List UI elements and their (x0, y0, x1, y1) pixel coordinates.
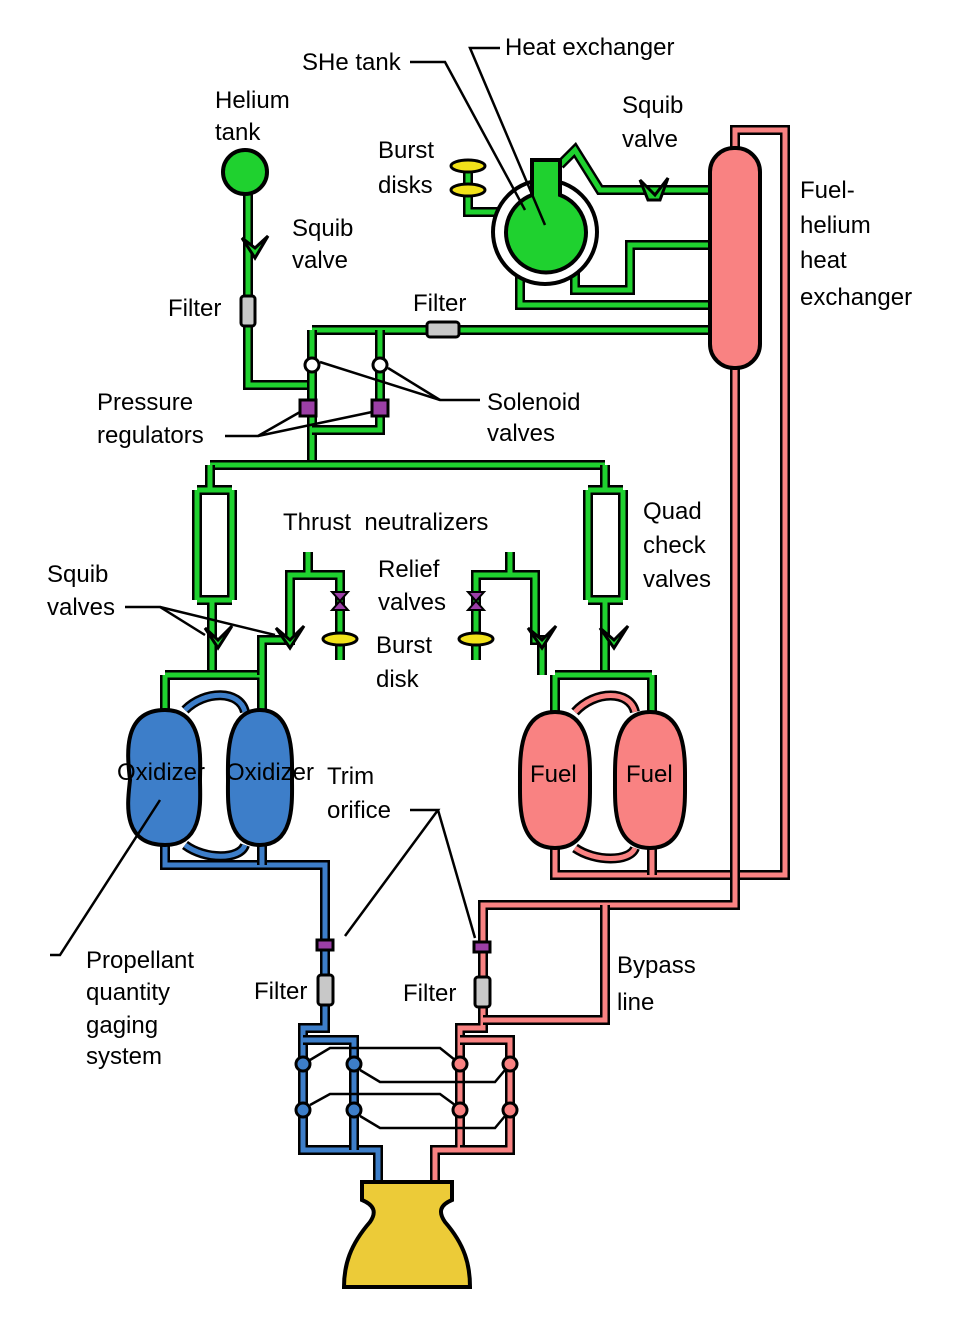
label-squib-valve-top: Squib (622, 92, 683, 119)
label-propellant-gaging: gaging (86, 1012, 158, 1039)
label-filter-main: Filter (413, 290, 466, 317)
label-propellant-gaging: quantity (86, 979, 170, 1006)
filter-fuel-icon (473, 975, 492, 1009)
label-fuel-helium-hx: helium (800, 212, 871, 239)
label-quad-check-valves: check (643, 532, 707, 559)
fuel-pipe (573, 693, 638, 861)
label-propellant-gaging: system (86, 1043, 162, 1070)
oxidizer-pipe (162, 845, 381, 1182)
label-burst-disk: disk (376, 666, 420, 693)
helium-pipe (585, 465, 626, 675)
label-burst-disks: Burst (378, 137, 434, 164)
filter-oxidizer-icon (316, 973, 335, 1007)
helium-tank (221, 148, 269, 196)
label-solenoid-valves: Solenoid (487, 389, 580, 416)
label-trim-orifice: Trim (327, 763, 374, 790)
label-thrust-neutralizers: Thrust neutralizers (283, 509, 488, 536)
label-pressure-regulators: regulators (97, 422, 204, 449)
label-filter-oxidizer: Filter (254, 978, 307, 1005)
fuel-pipe (552, 127, 788, 878)
helium-pipe-outline (312, 330, 385, 435)
oxidizer-tank-1 (126, 707, 203, 848)
label-quad-check-valves: Quad (643, 498, 702, 525)
label-filter-helium: Filter (168, 295, 221, 322)
pipe-network (160, 125, 790, 1182)
label-helium-tank: tank (215, 119, 261, 146)
label-trim-orifice: orifice (327, 797, 391, 824)
trim-orifice-oxidizer (315, 938, 335, 952)
squib-valves-icon (203, 177, 670, 651)
label-fuel-2: Fuel (626, 761, 673, 788)
label-oxidizer-1: Oxidizer (117, 759, 205, 786)
label-bypass-line: line (617, 989, 654, 1016)
helium-pipe (259, 552, 343, 675)
label-pressure-regulators: Pressure (97, 389, 193, 416)
label-squib-valves: valves (47, 594, 115, 621)
label-squib-valves: Squib (47, 561, 108, 588)
oxidizer-tank-2 (225, 707, 295, 848)
oxidizer-pipe (183, 692, 248, 859)
label-fuel-1: Fuel (530, 761, 577, 788)
label-filter-fuel: Filter (403, 980, 456, 1007)
label-oxidizer-2: Oxidizer (226, 759, 314, 786)
label-helium-tank: Helium (215, 87, 290, 114)
labels: SHe tank Heat exchanger Helium tank Squi… (47, 34, 912, 1070)
helium-pipe (312, 330, 383, 433)
solenoid-valves (303, 356, 389, 374)
fuel-pipe (483, 905, 608, 1023)
label-propellant-gaging: Propellant (86, 947, 194, 974)
helium-pipe (194, 465, 235, 675)
label-bypass-line: Bypass (617, 952, 696, 979)
label-solenoid-valves: valves (487, 420, 555, 447)
filter-main-icon (425, 320, 461, 339)
label-heat-exchanger: Heat exchanger (505, 34, 674, 61)
fuel-tank-1 (517, 709, 593, 851)
filter-helium-icon (239, 294, 257, 328)
label-squib-valve-left: Squib (292, 215, 353, 242)
fuel-pipe (432, 365, 738, 1182)
label-squib-valve-left: valve (292, 247, 348, 274)
label-fuel-helium-hx: heat (800, 247, 847, 274)
helium-pipe (245, 194, 312, 388)
pressure-regulator-2 (370, 398, 390, 418)
burst-disks-icon (321, 158, 495, 647)
fuel-tank-2 (612, 709, 688, 851)
fuel-helium-heat-exchanger (708, 146, 762, 370)
label-fuel-helium-hx: Fuel- (800, 177, 855, 204)
oxidizer-pipe-outline (160, 845, 383, 1182)
label-burst-disks: disks (378, 172, 433, 199)
label-relief-valves: Relief (378, 556, 440, 583)
engine-valves-icon (294, 1055, 519, 1119)
engine-nozzle (341, 1180, 473, 1289)
fuel-pipe-outline (460, 1035, 515, 1155)
label-burst-disk: Burst (376, 632, 432, 659)
pressure-regulator-1 (298, 398, 318, 418)
helium-pipe-outline (257, 552, 345, 675)
label-squib-valve-top: valve (622, 126, 678, 153)
components (126, 146, 762, 1289)
engine-valve-linkages (309, 1046, 506, 1130)
trim-orifice-fuel (472, 940, 492, 954)
label-fuel-helium-hx: exchanger (800, 284, 912, 311)
label-she-tank: SHe tank (302, 49, 402, 76)
label-quad-check-valves: valves (643, 566, 711, 593)
fuel-pipe-outline (483, 905, 610, 1025)
helium-pipe (162, 672, 265, 712)
she-tank (504, 158, 588, 275)
relief-valves-icon (329, 591, 487, 611)
label-relief-valves: valves (378, 589, 446, 616)
leader-lines (50, 46, 547, 957)
fuel-pipe (460, 1037, 513, 1153)
helium-pipe (552, 672, 655, 714)
